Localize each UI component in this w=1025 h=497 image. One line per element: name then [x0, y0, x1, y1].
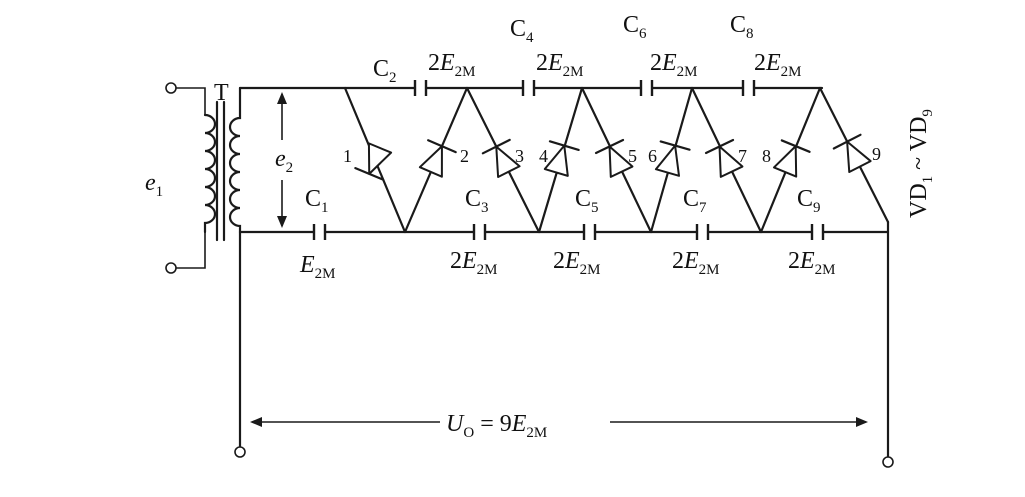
diode-2-label: 2: [460, 146, 469, 166]
capacitor-c5-value: 2E2M: [553, 248, 601, 278]
capacitor-c2-label: C2: [373, 56, 397, 86]
secondary-voltage-label: e2: [275, 146, 293, 176]
diode-8: [772, 139, 811, 178]
capacitor-c7-label: C7: [683, 186, 707, 216]
transformer-label: T: [214, 80, 229, 106]
diode-5: [594, 138, 634, 178]
capacitor-c4-label: C4: [510, 16, 534, 46]
diode-3: [481, 138, 521, 178]
capacitor-c3-label: C3: [465, 186, 489, 216]
capacitor-c1: [312, 224, 327, 240]
transformer-core: [215, 100, 226, 242]
primary-circuit: [165, 82, 217, 274]
primary-terminal-bottom[interactable]: [165, 262, 177, 274]
diode-2: [418, 139, 457, 178]
capacitor-c4-value: 2E2M: [536, 50, 584, 80]
capacitor-c8: [741, 80, 756, 96]
diode-6-label: 6: [648, 146, 657, 166]
output-voltage-label: UO = 9E2M: [446, 411, 547, 441]
diode-1: [354, 142, 393, 181]
capacitor-c9-label: C9: [797, 186, 821, 216]
diode-9-label: 9: [872, 144, 881, 164]
capacitor-c1-label: C1: [305, 186, 329, 216]
diode-7: [704, 138, 744, 178]
capacitor-c4: [521, 80, 536, 96]
capacitor-c8-value: 2E2M: [754, 50, 802, 80]
output-terminal-right[interactable]: [882, 456, 894, 468]
capacitor-c5-label: C5: [575, 186, 599, 216]
diode-3-label: 3: [515, 146, 524, 166]
secondary-winding: [228, 86, 242, 234]
capacitor-c6: [639, 80, 654, 96]
diode-4: [543, 140, 580, 177]
diode-1-label: 1: [343, 146, 352, 166]
capacitor-c2: [413, 80, 428, 96]
diode-9: [832, 133, 872, 174]
diode-range-label: VD1 ~ VD9: [906, 109, 936, 218]
capacitor-c7-value: 2E2M: [672, 248, 720, 278]
capacitor-c6-label: C6: [623, 12, 647, 42]
capacitor-c3: [472, 224, 487, 240]
capacitor-c1-value: E2M: [299, 252, 336, 282]
capacitor-c6-value: 2E2M: [650, 50, 698, 80]
capacitor-c2-value: 2E2M: [428, 50, 476, 80]
primary-terminal-top[interactable]: [165, 82, 177, 94]
diode-5-label: 5: [628, 146, 637, 166]
diode-6: [654, 140, 691, 177]
capacitor-c5: [582, 224, 597, 240]
diode-4-label: 4: [539, 146, 548, 166]
primary-voltage-label: e1: [145, 170, 163, 200]
primary-winding: [203, 113, 217, 234]
output-terminal-left[interactable]: [234, 446, 246, 458]
capacitor-c3-value: 2E2M: [450, 248, 498, 278]
capacitor-c7: [695, 224, 710, 240]
capacitor-c9-value: 2E2M: [788, 248, 836, 278]
capacitor-c9: [810, 224, 825, 240]
diode-7-label: 7: [738, 146, 747, 166]
diode-8-label: 8: [762, 146, 771, 166]
capacitor-c8-label: C8: [730, 12, 754, 42]
